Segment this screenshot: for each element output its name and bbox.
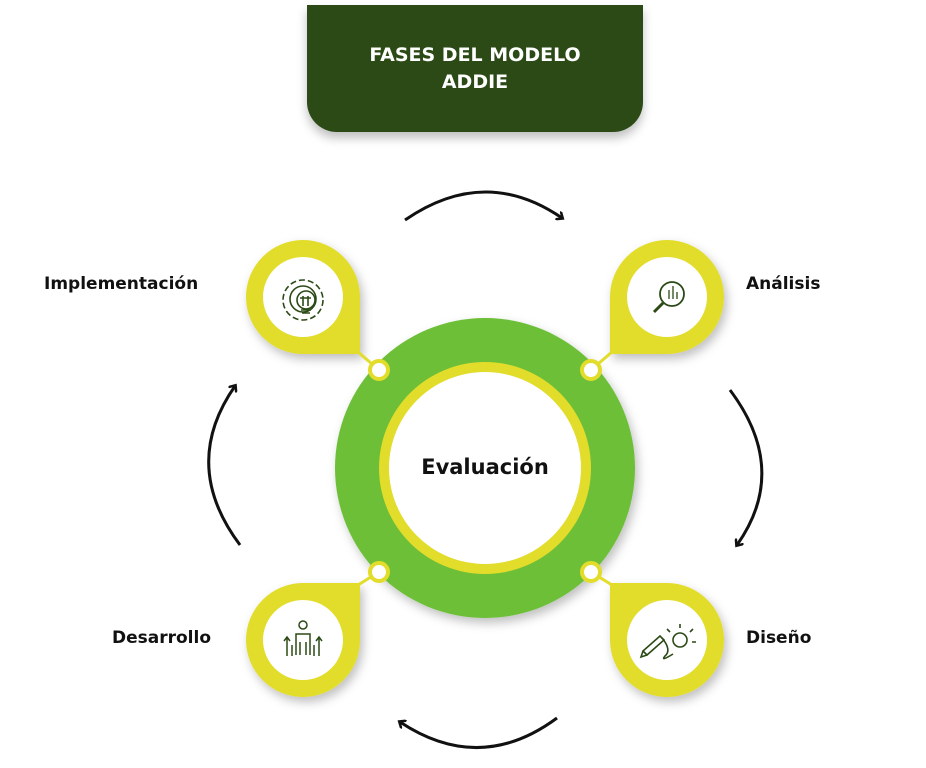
label-diseno: Diseño [746, 628, 812, 648]
pin-desarrollo [246, 561, 390, 697]
arrow-bottom [400, 716, 558, 749]
title-banner: FASES DEL MODELO ADDIE [307, 5, 643, 132]
pin-implementacion [246, 240, 390, 381]
center-label-evaluacion: Evaluación [421, 455, 549, 479]
label-analisis: Análisis [746, 274, 821, 294]
label-desarrollo: Desarrollo [112, 628, 212, 648]
pencil-lightbulb-icon [639, 624, 696, 660]
label-implementacion: Implementación [44, 274, 199, 294]
arrow-top [404, 190, 562, 222]
diagram-title: FASES DEL MODELO ADDIE [369, 43, 581, 93]
magnifier-chart-icon [652, 281, 685, 314]
arrow-right [728, 389, 764, 545]
person-growth-icon [283, 620, 323, 656]
pin-diseno [580, 561, 724, 697]
pin-analisis [580, 240, 724, 381]
arrow-left [207, 386, 242, 546]
evaluation-circle [335, 318, 635, 618]
gear-lightbulb-icon [282, 279, 324, 321]
